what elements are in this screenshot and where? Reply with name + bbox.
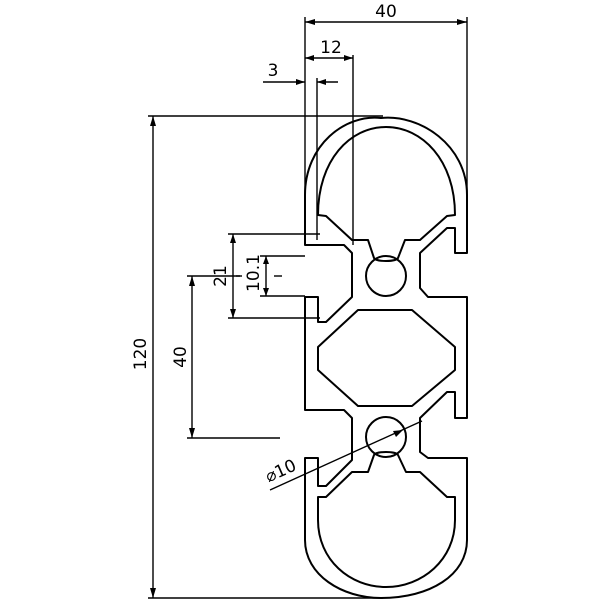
dimension-height-total-label: 120	[131, 338, 151, 370]
dimension-diameter-label: ⌀10	[262, 456, 299, 487]
dimension-core-width-label: 10.1	[244, 254, 264, 292]
lower-core-bore	[365, 416, 407, 458]
dimension-core-width: 10.1	[236, 254, 305, 297]
dimension-slot-pitch: 40	[171, 275, 280, 439]
outer-contour	[304, 116, 468, 599]
dimension-slot-opening-label: 21	[211, 265, 231, 287]
dimension-slot-opening: 21	[211, 233, 320, 319]
dimension-slot-width-label: 12	[320, 38, 342, 58]
dimension-wall-label: 3	[268, 61, 279, 81]
profile-outline	[304, 116, 468, 599]
dimension-height-total: 120	[131, 115, 383, 599]
bottom-cavity	[317, 451, 456, 588]
dimension-wall: 3	[263, 61, 338, 240]
dimension-width-total: 40	[304, 2, 468, 195]
top-cavity	[317, 126, 456, 262]
dimension-width-total-label: 40	[375, 2, 397, 22]
upper-core-bore	[365, 255, 407, 297]
dimension-slot-width: 12	[305, 38, 354, 245]
center-cavity	[317, 309, 456, 407]
dimension-slot-pitch-label: 40	[171, 346, 191, 368]
